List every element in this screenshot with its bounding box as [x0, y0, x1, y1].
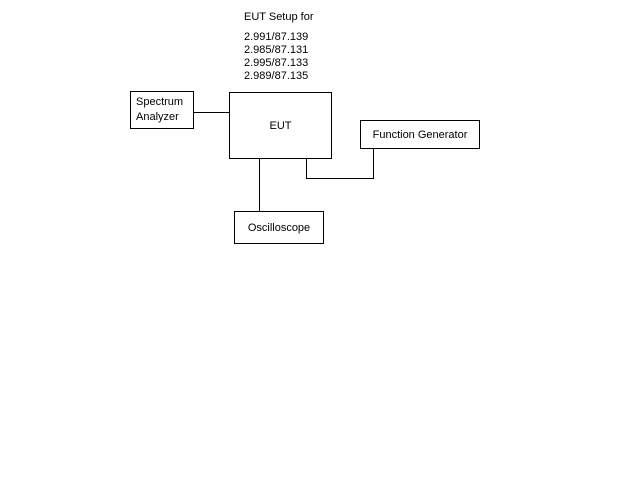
connector-spectrum-analyzer-to-eut: [193, 112, 230, 113]
setup-value-item: 2.989/87.135: [244, 70, 309, 82]
block-oscilloscope: Oscilloscope: [234, 211, 324, 244]
connector-eut-to-function-generator-segment-down: [306, 158, 307, 179]
setup-value-list: 2.991/87.139 2.985/87.131 2.995/87.133 2…: [244, 31, 308, 83]
block-spectrum-analyzer: Spectrum Analyzer: [130, 91, 194, 129]
connector-eut-to-function-generator-segment-across: [306, 178, 374, 179]
block-function-generator-label: Function Generator: [372, 128, 468, 141]
connector-eut-to-function-generator-segment-up: [373, 148, 374, 179]
block-eut-label: EUT: [269, 120, 292, 132]
block-eut: EUT: [229, 92, 332, 159]
block-spectrum-analyzer-label-line1: Spectrum: [136, 96, 184, 108]
connector-eut-to-oscilloscope: [259, 158, 260, 212]
block-spectrum-analyzer-label-line2: Analyzer: [136, 111, 179, 123]
setup-value-item: 2.991/87.139: [244, 31, 309, 43]
setup-value-item: 2.985/87.131: [244, 44, 309, 56]
block-function-generator: Function Generator: [360, 120, 480, 149]
setup-value-item: 2.995/87.133: [244, 57, 309, 69]
diagram-title: EUT Setup for: [244, 11, 314, 23]
block-oscilloscope-label: Oscilloscope: [247, 221, 311, 234]
